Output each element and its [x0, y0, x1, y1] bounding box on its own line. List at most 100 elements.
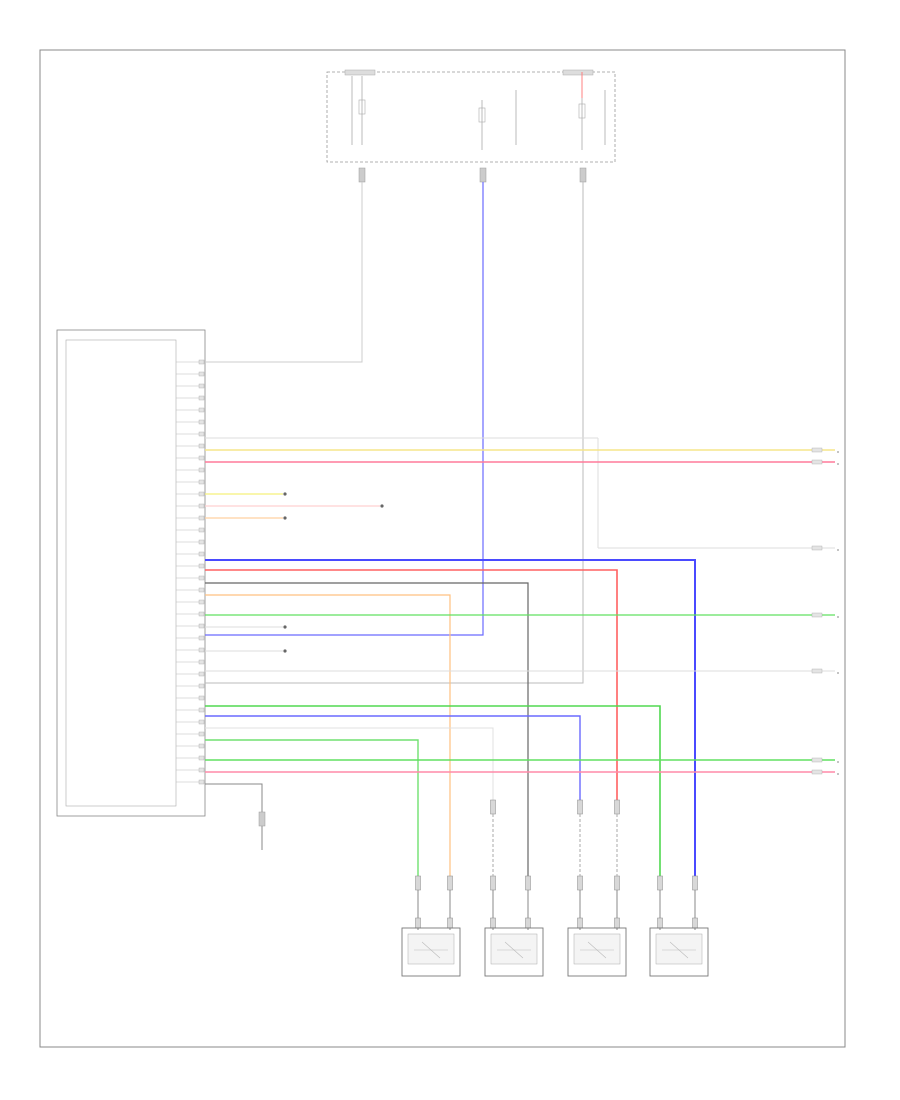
fuse-box: [326, 71, 616, 163]
right-terminal-dot: [837, 616, 839, 618]
connector-stub-lower: [490, 917, 496, 929]
diagram-frame: [39, 49, 846, 1048]
wire-ground: [205, 783, 263, 850]
ecu-pin-box: [198, 647, 205, 653]
right-terminal: [811, 447, 823, 453]
ecu-pin-box: [198, 383, 205, 389]
right-terminal-dot: [837, 463, 839, 465]
connector-stub: [525, 875, 531, 891]
ecu-pin-box: [198, 635, 205, 641]
ecu-pin-box: [198, 419, 205, 425]
switch-dot-3: [283, 625, 287, 629]
wire-fuse-to-ecu-top: [205, 182, 363, 363]
ecu-pin-box: [198, 599, 205, 605]
wire-gray-right-fuse: [205, 182, 584, 684]
ecu-pin-box: [198, 671, 205, 677]
switch-dot-2: [283, 516, 287, 520]
ecu-pin-box: [198, 695, 205, 701]
connector-stub-lower: [614, 917, 620, 929]
right-terminal-dot: [837, 549, 839, 551]
sensor-2: [484, 927, 544, 977]
sensor-3: [567, 927, 627, 977]
ecu-pin-box: [198, 563, 205, 569]
ecu-pin-box: [198, 395, 205, 401]
wire-darkgray-sensor-2b: [205, 582, 529, 880]
right-terminal: [811, 545, 823, 551]
ecu-pin-box: [198, 707, 205, 713]
ecu-pin-column: [176, 359, 205, 785]
ecu-pin-box: [198, 491, 205, 497]
connector-stub: [447, 875, 453, 891]
ecu-pin-box: [198, 407, 205, 413]
ecu-pin-box: [198, 467, 205, 473]
right-terminal: [811, 459, 823, 465]
right-edge-terminals: [811, 447, 839, 775]
ground-connector: [258, 811, 266, 827]
wire-blue-sensor-3a: [205, 715, 581, 810]
ecu-pin-box: [198, 731, 205, 737]
ecu-pin-box: [198, 359, 205, 365]
right-terminal: [811, 668, 823, 674]
ecu-pin-box: [198, 503, 205, 509]
ecu-pin-box: [198, 575, 205, 581]
inline-connector: [577, 799, 583, 815]
connector-stub: [657, 875, 663, 891]
right-terminal-dot: [837, 451, 839, 453]
sensor-4: [649, 927, 709, 977]
switch-dot-4: [283, 649, 287, 653]
right-terminal-dot: [837, 773, 839, 775]
ecu-pin-box: [198, 371, 205, 377]
right-terminal: [811, 769, 823, 775]
wire-orange-sensor-1b: [205, 594, 451, 880]
ecu-outer: [56, 329, 206, 817]
sensor-group: [401, 927, 709, 977]
ecu-pin-box: [198, 779, 205, 785]
wire-green-sensor-4a: [205, 705, 661, 880]
connector-stub-lower: [447, 917, 453, 929]
connector-stub: [415, 875, 421, 891]
connector-stub-lower: [415, 917, 421, 929]
connector-stub: [490, 875, 496, 891]
ecu-pin-box: [198, 431, 205, 437]
wire-lightgray-sensor-2a: [205, 727, 494, 810]
ecu-pin-box: [198, 527, 205, 533]
wire-green-sensor-1a: [205, 739, 419, 880]
connector-stub: [692, 875, 698, 891]
ecu-pin-box: [198, 551, 205, 557]
wire-blue-mid-fuse: [205, 182, 484, 636]
ecu-pin-box: [198, 743, 205, 749]
right-terminal-dot: [837, 761, 839, 763]
connector-stub-lower: [657, 917, 663, 929]
right-terminal: [811, 757, 823, 763]
right-terminal-dot: [837, 672, 839, 674]
fuse-box-connectors: [358, 167, 587, 183]
connector-stub-lower: [525, 917, 531, 929]
ecu-pin-box: [198, 455, 205, 461]
ecu-pin-box: [198, 755, 205, 761]
ecu-pin-box: [198, 515, 205, 521]
ecu-pin-box: [198, 587, 205, 593]
fuse-left-element: [358, 99, 366, 115]
ecu-pin-box: [198, 719, 205, 725]
ecu-pin-box: [198, 623, 205, 629]
inline-connector: [490, 799, 496, 815]
ecu-pin-box: [198, 539, 205, 545]
ecu-pin-box: [198, 659, 205, 665]
ecu-pin-box: [198, 611, 205, 617]
fuse-right-element: [578, 103, 586, 119]
ecu-pin-box: [198, 443, 205, 449]
connector-stub-lower: [577, 917, 583, 929]
wire-red-sensor-3b: [205, 569, 618, 810]
inline-connector: [614, 799, 620, 815]
ecu-pin-box: [198, 683, 205, 689]
ecu-pin-box: [198, 767, 205, 773]
fuse-box-right-tab: [562, 69, 594, 76]
right-terminal: [811, 612, 823, 618]
connector-stub: [614, 875, 620, 891]
ecu-inner: [65, 339, 177, 807]
ecu-pin-box: [198, 479, 205, 485]
switch-dot-1: [283, 492, 287, 496]
splice-dot: [380, 504, 384, 508]
